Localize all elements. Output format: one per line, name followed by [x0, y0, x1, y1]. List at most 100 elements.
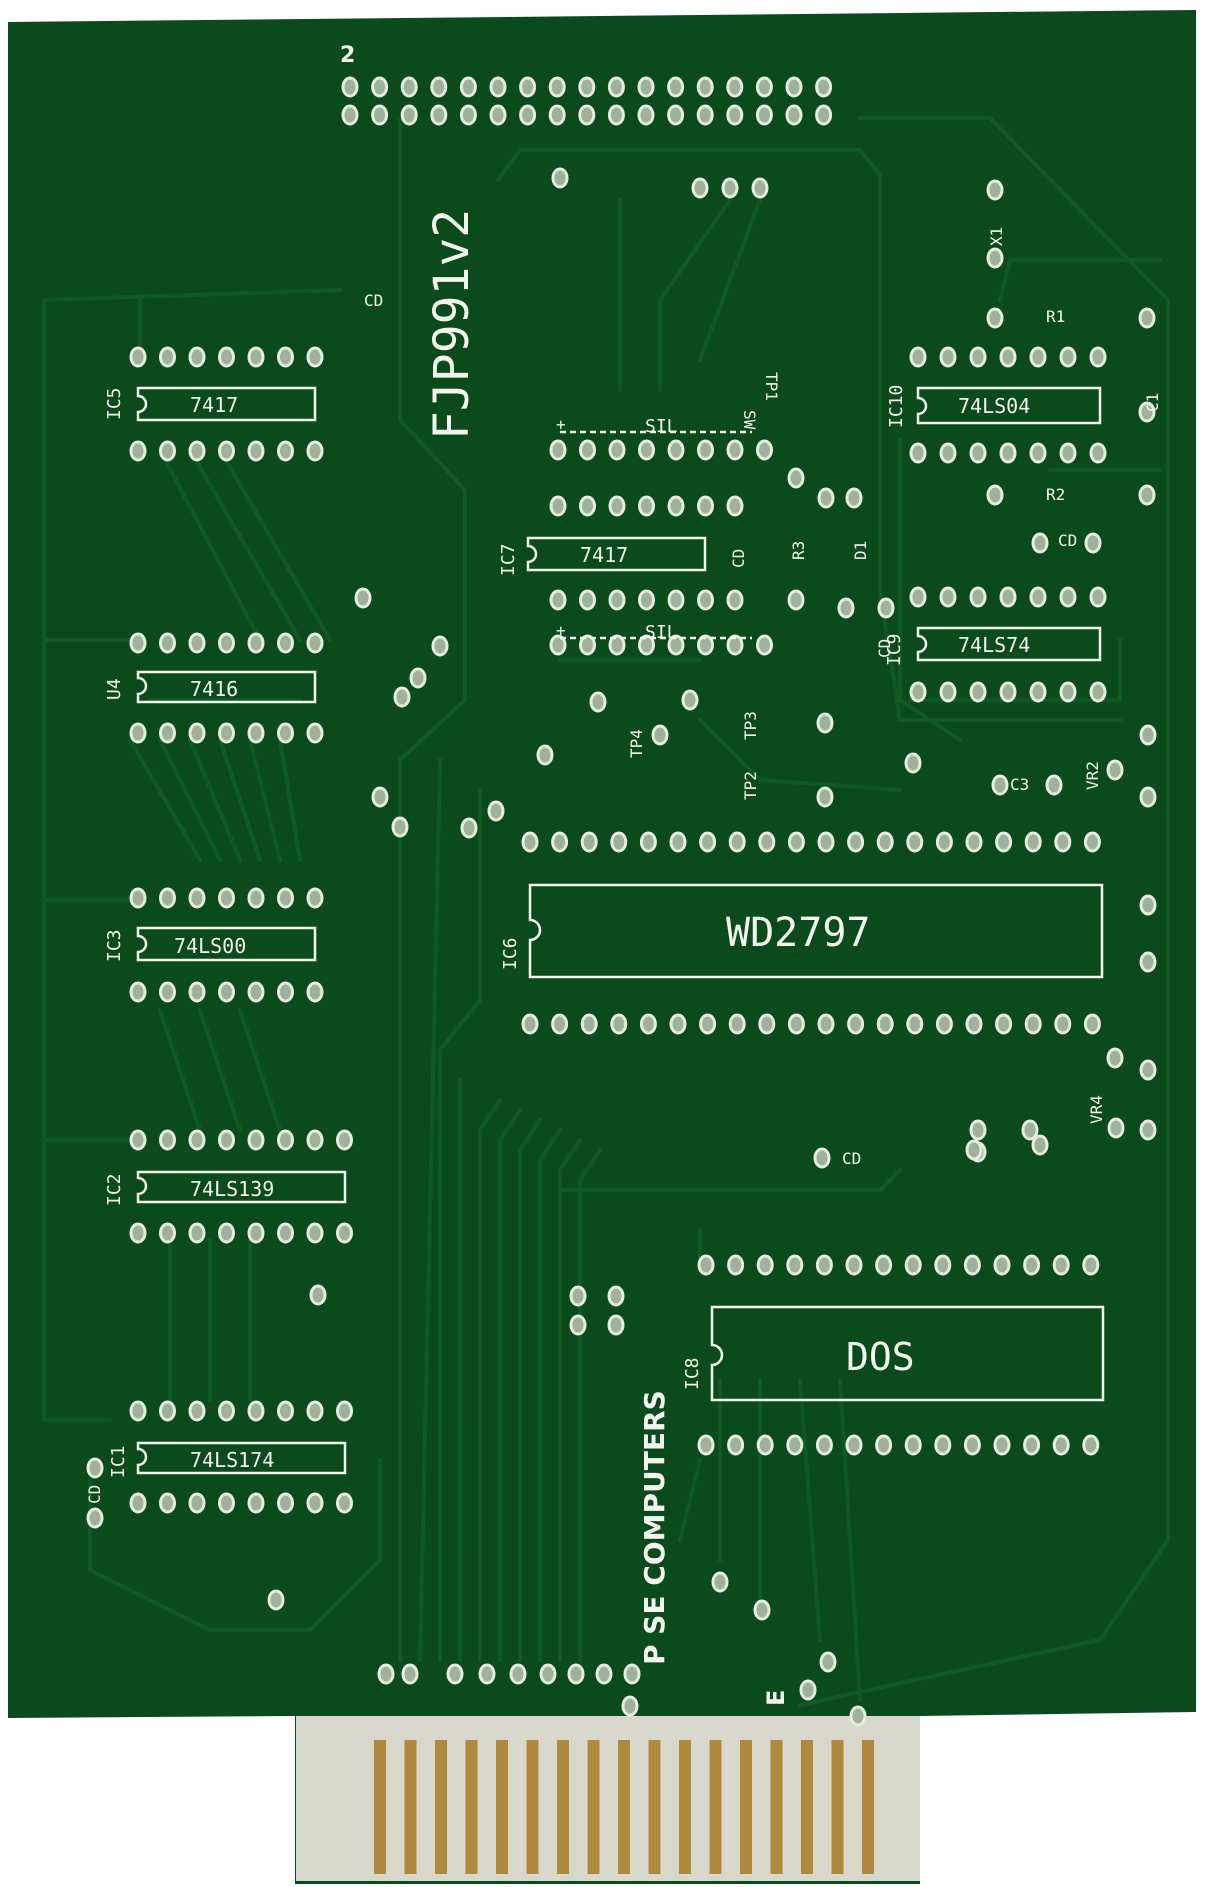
- solder-pad: [697, 1254, 715, 1276]
- solder-pad: [218, 722, 235, 744]
- solder-pad: [1138, 401, 1156, 423]
- solder-pad: [551, 167, 569, 189]
- solder-pad: [267, 1589, 285, 1611]
- solder-pad: [667, 104, 685, 126]
- solder-pad: [1139, 786, 1157, 808]
- solder-pad: [218, 887, 235, 909]
- solder-pad: [336, 1400, 353, 1422]
- solder-pad: [999, 442, 1017, 464]
- solder-pad: [837, 597, 855, 619]
- solder-pad: [637, 104, 655, 126]
- solder-pad: [306, 1400, 324, 1422]
- solder-pad: [129, 346, 147, 368]
- solder-pad: [247, 722, 265, 744]
- solder-pad: [309, 1284, 327, 1306]
- solder-pad: [756, 634, 773, 656]
- solder-pad: [306, 981, 324, 1003]
- solder-pad: [519, 104, 537, 126]
- solder-pad: [218, 346, 235, 368]
- solder-pad: [521, 1013, 539, 1035]
- solder-pad: [277, 346, 294, 368]
- solder-pad: [787, 589, 805, 611]
- solder-pad: [1021, 1119, 1039, 1141]
- solder-pad: [667, 634, 685, 656]
- solder-pad: [1052, 1434, 1070, 1456]
- solder-pad: [549, 495, 567, 517]
- solder-pad: [963, 1434, 981, 1456]
- solder-pad: [845, 1434, 863, 1456]
- solder-pad: [638, 439, 655, 461]
- solder-pad: [218, 1129, 235, 1151]
- solder-pad: [1082, 1434, 1100, 1456]
- chip-part: 7417: [580, 543, 628, 567]
- solder-pad: [610, 1013, 628, 1035]
- solder-pad: [159, 981, 176, 1003]
- chip-ref: IC1: [108, 1445, 129, 1478]
- solder-pad: [159, 1222, 176, 1244]
- solder-pad: [817, 1013, 835, 1035]
- solder-pad: [726, 495, 744, 517]
- solder-pad: [579, 634, 596, 656]
- solder-pad: [306, 346, 324, 368]
- solder-pad: [1059, 346, 1077, 368]
- solder-pad: [939, 442, 957, 464]
- solder-pad: [509, 1663, 527, 1685]
- solder-pad: [699, 1013, 717, 1035]
- solder-pad: [336, 1129, 353, 1151]
- solder-pad: [579, 589, 596, 611]
- solder-pad: [909, 586, 927, 608]
- solder-pad: [986, 247, 1004, 269]
- solder-pad: [569, 1314, 587, 1336]
- solder-pad: [638, 495, 655, 517]
- r1-label: R1: [1046, 307, 1065, 326]
- solder-pad: [400, 104, 418, 126]
- solder-pad: [904, 752, 922, 774]
- gold-finger: [801, 1740, 813, 1874]
- sil-top-label: SIL: [645, 416, 678, 437]
- solder-pad: [969, 346, 987, 368]
- solder-pad: [727, 1254, 745, 1276]
- solder-pad: [188, 981, 206, 1003]
- solder-pad: [965, 1139, 983, 1161]
- solder-pad: [986, 179, 1004, 201]
- solder-pad: [306, 440, 324, 462]
- solder-pad: [277, 1492, 294, 1514]
- solder-pad: [755, 76, 773, 98]
- chip-outlines: [136, 386, 1105, 1475]
- solder-pad: [277, 1129, 294, 1151]
- solder-pad: [756, 1254, 774, 1276]
- chip-ref: IC2: [104, 1173, 125, 1206]
- solder-pad: [247, 981, 265, 1003]
- solder-pad: [909, 346, 927, 368]
- sil-bottom-plus: +: [556, 621, 566, 640]
- solder-pad: [401, 1663, 419, 1685]
- solder-pad: [608, 495, 626, 517]
- solder-pad: [580, 1013, 598, 1035]
- solder-pad: [608, 439, 626, 461]
- chip-part: 7417: [190, 393, 238, 417]
- solder-pad: [536, 744, 554, 766]
- solder-pad: [277, 722, 294, 744]
- solder-pad: [699, 831, 717, 853]
- solder-pad: [519, 76, 537, 98]
- solder-pad: [460, 817, 478, 839]
- solder-pad: [909, 442, 927, 464]
- solder-pad: [159, 1400, 176, 1422]
- solder-pad: [1139, 724, 1157, 746]
- solder-pad: [786, 1254, 804, 1276]
- solder-pad: [1089, 681, 1107, 703]
- solder-pad: [755, 104, 773, 126]
- copper-traces: [42, 116, 1170, 1707]
- solder-pad: [986, 307, 1004, 329]
- solder-pad: [751, 177, 769, 199]
- solder-pad: [939, 681, 957, 703]
- solder-pad: [906, 1013, 924, 1035]
- solder-pad: [159, 1492, 176, 1514]
- chip-ref: U4: [104, 678, 125, 700]
- solder-pad: [188, 887, 206, 909]
- solder-pad: [639, 831, 657, 853]
- chip-part: DOS: [846, 1335, 915, 1379]
- solder-pad: [639, 1013, 657, 1035]
- chip-ref: IC9: [884, 633, 905, 666]
